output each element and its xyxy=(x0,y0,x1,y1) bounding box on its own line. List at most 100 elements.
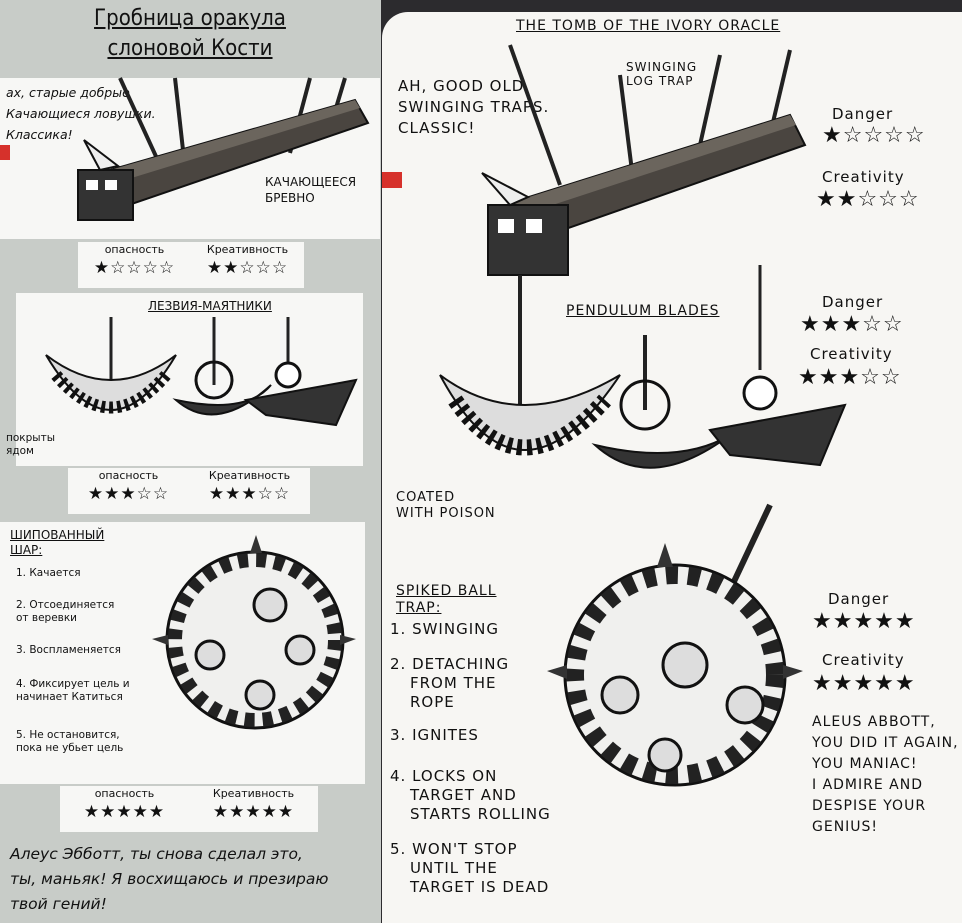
spiked-ball-step: 5. WON'T STOP xyxy=(390,840,518,858)
ball-step: 2. Отсоединяется xyxy=(16,599,115,611)
russian-title: Гробница оракула слоновой Кости xyxy=(0,4,380,64)
spiked-ball-step: 1. SWINGING xyxy=(390,620,499,638)
pendulum-creativity-stars: ★★★☆☆ xyxy=(798,365,902,390)
poison-label-line: WITH POISON xyxy=(396,506,496,521)
russian-outro: Алеус Эбботт, ты снова сделал это, ты, м… xyxy=(10,842,375,917)
log-label: КАЧАЮЩЕЕСЯ БРЕВНО xyxy=(265,174,356,206)
english-outro-line: DESPISE YOUR xyxy=(812,798,927,814)
ball-creativity-stars: ★★★★★ xyxy=(812,671,916,696)
english-intro: AH, GOOD OLD SWINGING TRAPS. CLASSIC! xyxy=(398,76,549,139)
english-title: THE TOMB OF THE IVORY ORACLE xyxy=(516,18,781,34)
swinging-log-illustration xyxy=(77,77,370,221)
spiked-ball-step: FROM THE xyxy=(410,674,497,692)
danger-label: опасность xyxy=(98,469,159,482)
spiked-ball-step: TARGET AND xyxy=(410,786,517,804)
english-intro-line: CLASSIC! xyxy=(398,119,476,137)
ball-step: начинает Катиться xyxy=(16,691,123,703)
russian-outro-line: твой гений! xyxy=(10,895,107,913)
pendulum-blades-illustration xyxy=(45,317,358,427)
log-trap-label: SWINGING LOG TRAP xyxy=(626,60,697,88)
russian-title-line1: Гробница оракула xyxy=(94,6,286,31)
russian-title-line2: слоновой Кости xyxy=(107,36,273,61)
english-intro-line: AH, GOOD OLD xyxy=(398,77,525,95)
spiked-ball-step: UNTIL THE xyxy=(410,859,498,877)
spiked-ball-title-line: TRAP: xyxy=(396,600,442,616)
log-creativity-rating: Креативность ★★☆☆☆ xyxy=(191,242,304,288)
log-label-line: БРЕВНО xyxy=(265,191,315,205)
ball-danger-label: Danger xyxy=(828,590,890,608)
ball-step: от веревки xyxy=(16,612,78,624)
english-swinging-log-illustration xyxy=(481,44,807,276)
ball-steps: 1. Качается 2. Отсоединяется от веревки … xyxy=(16,567,161,755)
creativity-label: Креативность xyxy=(212,787,295,800)
pendulum-creativity-rating: Креативность ★★★☆☆ xyxy=(189,468,310,514)
russian-intro-line: ах, старые добрые xyxy=(6,85,130,100)
ball-creativity-rating: Креативность ★★★★★ xyxy=(189,786,318,832)
russian-intro-line: Классика! xyxy=(6,127,73,142)
pendulum-title: ЛЕЗВИЯ-МАЯТНИКИ xyxy=(148,299,272,313)
danger-stars: ★☆☆☆☆ xyxy=(93,258,176,278)
ball-title-line: ШИПОВАННЫЙ xyxy=(10,528,105,542)
english-outro: ALEUS ABBOTT, YOU DID IT AGAIN, YOU MANI… xyxy=(812,712,962,838)
danger-stars: ★★★☆☆ xyxy=(87,484,170,504)
log-creativity-label: Creativity xyxy=(822,168,905,186)
creativity-label: Креативность xyxy=(208,469,291,482)
ball-danger-rating: опасность ★★★★★ xyxy=(60,786,189,832)
log-trap-label-line: SWINGING xyxy=(626,60,698,74)
poison-label-line: покрыты xyxy=(6,432,55,444)
ball-step: 5. Не остановится, xyxy=(16,729,120,741)
ball-step: 4. Фиксирует цель и xyxy=(16,678,130,690)
log-creativity-stars: ★★☆☆☆ xyxy=(816,187,920,212)
spiked-ball-step: 3. IGNITES xyxy=(390,726,479,744)
spiked-ball-title: SPIKED BALL TRAP: xyxy=(396,583,497,617)
russian-outro-line: Алеус Эбботт, ты снова сделал это, xyxy=(10,845,303,863)
page-marker-tab xyxy=(0,145,10,160)
russian-outro-line: ты, маньяк! Я восхищаюсь и презираю xyxy=(10,870,329,888)
spiked-ball-step: TARGET IS DEAD xyxy=(410,878,550,896)
pendulum-danger-label: Danger xyxy=(822,293,884,311)
log-rating-card: опасность ★☆☆☆☆ Креативность ★★☆☆☆ xyxy=(78,242,304,288)
pendulum-creativity-label: Creativity xyxy=(810,345,893,363)
ball-step: 3. Воспламеняется xyxy=(16,644,121,656)
creativity-stars: ★★★☆☆ xyxy=(208,484,291,504)
creativity-stars: ★★☆☆☆ xyxy=(206,258,289,278)
spiked-ball-step: STARTS ROLLING xyxy=(410,805,551,823)
ball-step: пока не убьет цель xyxy=(16,742,124,754)
log-danger-rating: опасность ★☆☆☆☆ xyxy=(78,242,191,288)
russian-intro-line: Качающиеся ловушки. xyxy=(6,106,156,121)
english-intro-line: SWINGING TRAPS. xyxy=(398,98,550,116)
log-label-line: КАЧАЮЩЕЕСЯ xyxy=(265,175,357,189)
poison-label: COATED WITH POISON xyxy=(396,490,496,522)
pendulum-blades-title: PENDULUM BLADES xyxy=(566,303,720,319)
ball-title: ШИПОВАННЫЙ ШАР: xyxy=(10,528,104,558)
english-pendulum-blades-illustration xyxy=(439,265,847,469)
log-danger-label: Danger xyxy=(832,105,894,123)
poison-label-line: ядом xyxy=(6,445,34,457)
poison-label: покрыты ядом xyxy=(6,432,55,458)
danger-label: опасность xyxy=(104,243,165,256)
ball-danger-stars: ★★★★★ xyxy=(812,609,916,634)
creativity-label: Креативность xyxy=(206,243,289,256)
ball-creativity-label: Creativity xyxy=(822,651,905,669)
creativity-stars: ★★★★★ xyxy=(212,802,295,822)
english-outro-line: ALEUS ABBOTT, xyxy=(812,714,936,730)
russian-intro: ах, старые добрые Качающиеся ловушки. Кл… xyxy=(6,82,156,145)
spiked-ball-step: 4. LOCKS ON xyxy=(390,767,498,785)
ball-rating-card: опасность ★★★★★ Креативность ★★★★★ xyxy=(60,786,318,832)
spiked-ball-illustration xyxy=(152,535,356,730)
danger-label: опасность xyxy=(94,787,155,800)
spiked-ball-step: ROPE xyxy=(410,693,455,711)
spiked-ball-step: 2. DETACHING xyxy=(390,655,510,673)
poison-label-line: COATED xyxy=(396,490,456,505)
english-outro-line: GENIUS! xyxy=(812,819,879,835)
danger-stars: ★★★★★ xyxy=(83,802,166,822)
pendulum-rating-card: опасность ★★★☆☆ Креативность ★★★☆☆ xyxy=(68,468,310,514)
english-outro-line: YOU DID IT AGAIN, xyxy=(812,735,959,751)
pendulum-danger-rating: опасность ★★★☆☆ xyxy=(68,468,189,514)
ball-title-line: ШАР: xyxy=(10,543,43,557)
spiked-ball-steps: 1. SWINGING 2. DETACHING FROM THE ROPE 3… xyxy=(390,620,570,897)
ball-step: 1. Качается xyxy=(16,567,81,579)
log-trap-label-line: LOG TRAP xyxy=(626,74,694,88)
page-marker-tab xyxy=(382,172,402,188)
english-spiked-ball-illustration xyxy=(547,503,803,787)
